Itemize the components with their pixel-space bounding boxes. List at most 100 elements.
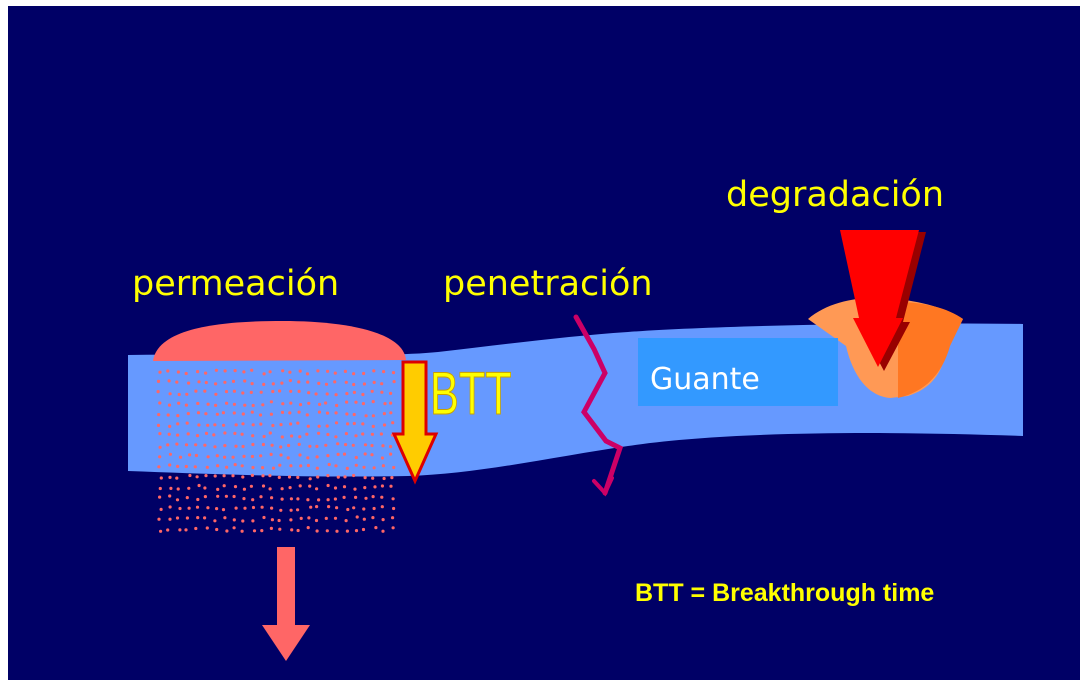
penetration-arrow [573, 314, 624, 497]
permeation-dot [342, 485, 347, 489]
permeation-dot [326, 498, 330, 502]
permeation-dot [380, 505, 384, 509]
permeation-dot [315, 505, 319, 509]
permeation-dot [289, 389, 293, 393]
permeation-dot [231, 379, 236, 383]
permeation-dot [287, 475, 292, 479]
permeation-dot [185, 496, 189, 500]
permeation-dot [362, 517, 366, 521]
permeation-dot [280, 497, 284, 501]
permeation-dot [307, 516, 311, 520]
permeation-dot [234, 423, 238, 427]
permeation-dot [344, 432, 348, 436]
permeation-dot [281, 369, 285, 373]
permeation-dot [195, 434, 200, 438]
permeation-dot [269, 526, 273, 531]
permeation-dot [289, 464, 293, 468]
permeation-dot [158, 486, 162, 491]
permeation-dot [352, 390, 356, 394]
permeation-dot [261, 403, 265, 407]
permeation-dot [389, 452, 393, 456]
permeation-dot [156, 390, 160, 394]
permeation-dot [223, 455, 227, 459]
permeation-dot [296, 421, 300, 425]
permeation-label: permeación [132, 264, 340, 304]
permeation-dot [157, 465, 161, 469]
permeation-dot [268, 431, 272, 435]
permeation-dot [242, 370, 246, 374]
permeation-dot [157, 413, 161, 417]
permeation-dot [297, 410, 301, 414]
permeation-dot [203, 486, 207, 490]
permeation-dot [204, 474, 208, 478]
permeation-dot [184, 464, 188, 469]
permeation-dot [232, 389, 236, 393]
permeation-dot [175, 380, 179, 384]
permeation-dot [269, 412, 273, 416]
permeation-dot [212, 433, 216, 437]
permeation-dot [305, 372, 310, 376]
permeation-dot [371, 476, 375, 480]
permeation-dot [194, 453, 198, 458]
permeation-dot [250, 382, 254, 386]
permeation-dot [188, 473, 192, 478]
permeation-dot [336, 452, 340, 456]
permeation-dot [187, 486, 191, 490]
permeation-dot [259, 422, 263, 426]
permeation-dot [270, 443, 274, 447]
permeation-dot [168, 505, 172, 509]
permeation-dot [231, 455, 235, 459]
permeation-dot [204, 431, 209, 435]
permeation-dot [389, 391, 393, 395]
permeation-dot [380, 456, 384, 460]
permeation-dot [240, 432, 244, 436]
permeation-dot [168, 463, 172, 467]
permeation-dot [156, 379, 161, 383]
permeation-dot [392, 380, 396, 384]
permeation-dot [259, 495, 263, 499]
permeation-dot [156, 423, 161, 427]
permeation-dot [281, 402, 285, 406]
permeation-dot [299, 516, 303, 520]
permeation-dot [326, 474, 330, 478]
permeation-dot [175, 442, 179, 446]
permeation-dot [344, 380, 348, 384]
permeation-dot [194, 443, 198, 447]
permeation-dot [334, 421, 339, 425]
permeation-dot [381, 464, 385, 468]
permeation-dot [186, 432, 190, 436]
permeation-dot [250, 473, 254, 477]
permeation-dot [372, 506, 376, 511]
permeation-dot [262, 382, 266, 386]
permeation-dot [352, 372, 356, 376]
permeation-dot [314, 392, 318, 396]
permeation-dot [335, 529, 339, 533]
permeation-dot [203, 495, 207, 499]
permeation-dot [184, 443, 189, 447]
permeation-dot [315, 529, 319, 533]
permeation-dot [381, 518, 385, 522]
permeation-dot [268, 370, 272, 374]
permeation-dot [259, 390, 263, 394]
permeation-dot [176, 422, 180, 426]
permeation-dot [234, 444, 238, 448]
permeation-dot [325, 392, 329, 396]
permeation-dot [269, 452, 273, 456]
permeation-dot [241, 412, 245, 416]
permeation-dot [250, 454, 254, 459]
permeation-dot [233, 431, 237, 435]
permeation-dot [271, 389, 275, 394]
permeation-dot [166, 413, 170, 417]
permeation-dot [251, 403, 255, 408]
permeation-dot [260, 529, 264, 533]
permeation-dot [327, 462, 331, 467]
permeation-dot [159, 529, 163, 533]
permeation-dot [196, 370, 200, 374]
permeation-dot [305, 432, 309, 436]
permeation-dot [289, 401, 293, 405]
permeation-dot [381, 529, 385, 533]
permeation-dot [361, 527, 366, 532]
glove-label: Guante [650, 362, 760, 397]
permeation-dot [344, 443, 348, 447]
permeation-dot [214, 392, 218, 396]
